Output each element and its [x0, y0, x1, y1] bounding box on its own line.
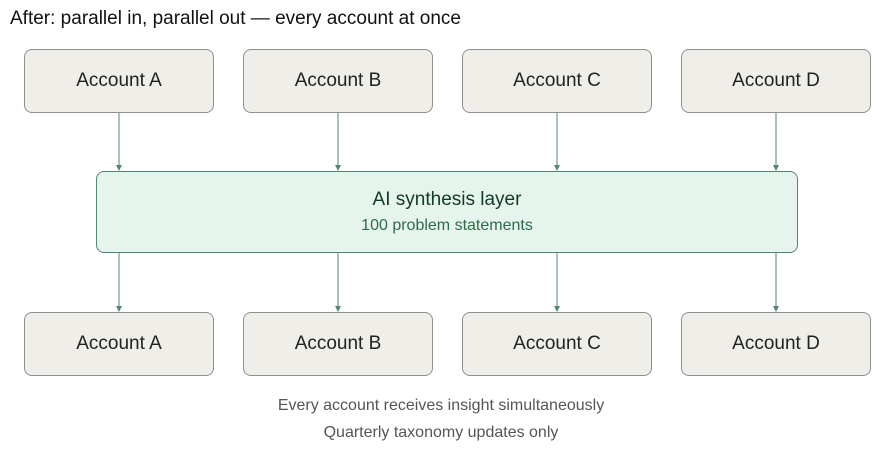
top-account-c: Account C	[462, 49, 652, 113]
diagram-title: After: parallel in, parallel out — every…	[10, 8, 461, 29]
top-account-c-label: Account C	[513, 70, 601, 91]
caption-line-1: Every account receives insight simultane…	[277, 397, 605, 414]
bottom-account-d: Account D	[681, 312, 871, 376]
bottom-account-d-label: Account D	[732, 333, 820, 354]
bottom-account-c-label: Account C	[513, 333, 601, 354]
caption-line-2: Quarterly taxonomy updates only	[323, 424, 559, 441]
ai-synthesis-layer: AI synthesis layer 100 problem statement…	[96, 171, 798, 253]
bottom-account-c: Account C	[462, 312, 652, 376]
top-account-a: Account A	[24, 49, 214, 113]
top-account-b-label: Account B	[294, 70, 382, 91]
top-account-b: Account B	[243, 49, 433, 113]
bottom-account-b: Account B	[243, 312, 433, 376]
bottom-account-b-label: Account B	[294, 333, 382, 354]
top-account-d-label: Account D	[732, 70, 820, 91]
bottom-account-a: Account A	[24, 312, 214, 376]
bottom-account-a-label: Account A	[76, 333, 162, 354]
synthesis-subtitle: 100 problem statements	[361, 217, 533, 234]
synthesis-title: AI synthesis layer	[372, 189, 522, 210]
top-account-a-label: Account A	[76, 70, 162, 91]
top-account-d: Account D	[681, 49, 871, 113]
